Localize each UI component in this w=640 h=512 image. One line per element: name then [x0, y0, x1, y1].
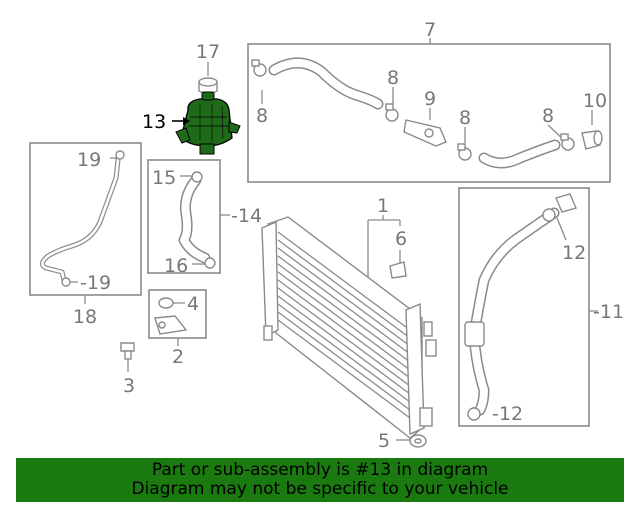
callout-8-c: 8 [459, 107, 471, 129]
callout-19-a: 19 [77, 149, 101, 171]
callout-3: 3 [123, 375, 135, 397]
callout-8-d: 8 [542, 105, 554, 127]
callout-13: 13 [142, 111, 166, 133]
callout-17: 17 [196, 41, 220, 63]
callout-8-b: 8 [387, 67, 399, 89]
radiator-1 [261, 216, 437, 439]
bracket-6 [389, 261, 407, 279]
callout-7: 7 [424, 19, 436, 41]
callout-6: 6 [395, 228, 407, 250]
bolt-3 [120, 342, 135, 360]
hose-group-box-14 [147, 159, 221, 274]
callout-2: 2 [172, 346, 184, 368]
bypass-hose-18 [40, 150, 125, 287]
banner-line-2: Diagram may not be specific to your vehi… [131, 479, 509, 499]
callout-5: 5 [378, 430, 390, 452]
bracket-2 [154, 297, 188, 335]
reservoir-tank-13 [175, 91, 241, 155]
callout-12-a: 12 [562, 242, 586, 264]
clamp-8-d [560, 133, 575, 151]
arrowhead-13 [183, 117, 190, 125]
hose-group-box-7 [247, 43, 611, 183]
hose-group-box-11 [458, 187, 590, 427]
clamp-8-a [251, 59, 267, 77]
callout-16: 16 [164, 255, 188, 277]
callout-14: -14 [231, 205, 262, 227]
notice-banner: Part or sub-assembly is #13 in diagram D… [16, 458, 624, 502]
callout-4: 4 [187, 293, 199, 315]
cap-17 [198, 77, 218, 95]
clamp-8-b [385, 103, 399, 122]
banner-line-1: Part or sub-assembly is #13 in diagram [151, 460, 489, 480]
lower-hose-11 [464, 193, 577, 421]
callout-9: 9 [424, 88, 436, 110]
callout-11: -11 [593, 301, 624, 323]
hose-14 [178, 171, 216, 269]
callout-15: 15 [152, 167, 176, 189]
callout-18: 18 [73, 306, 97, 328]
grommet-5 [409, 434, 427, 448]
callout-1: 1 [377, 195, 389, 217]
callout-19-b: -19 [80, 272, 111, 294]
callout-12-b: -12 [492, 403, 523, 425]
callout-8-a: 8 [256, 105, 268, 127]
upper-hose-7 [268, 57, 603, 169]
callout-10: 10 [583, 90, 607, 112]
clamp-8-c [457, 143, 472, 161]
